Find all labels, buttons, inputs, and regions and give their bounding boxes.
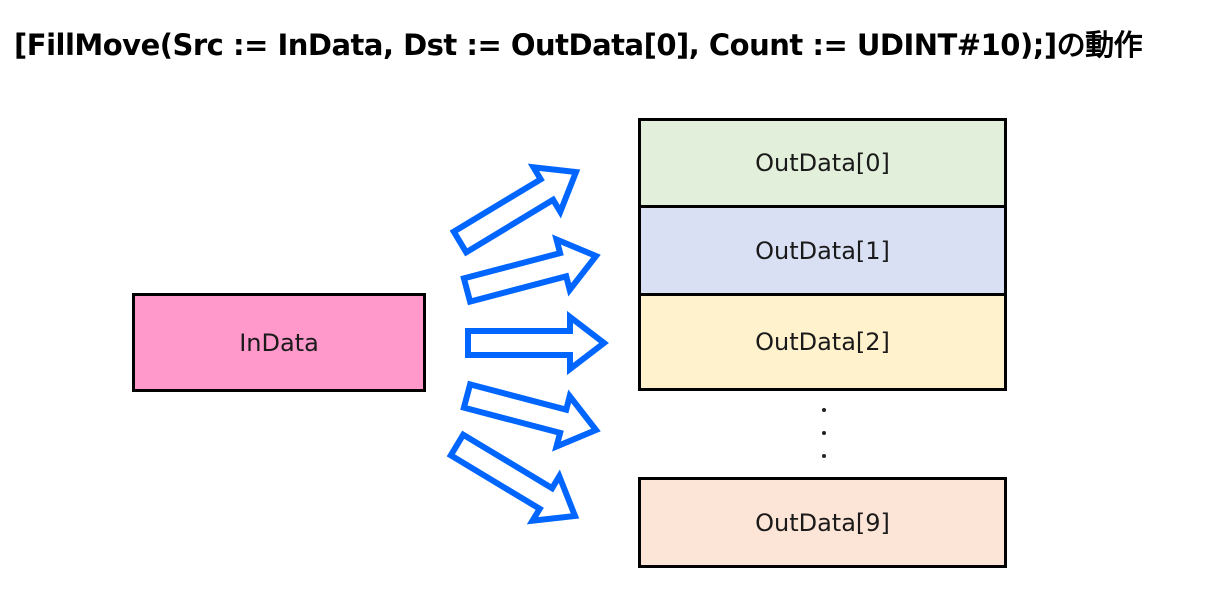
- destination-label-9: OutData[9]: [755, 508, 890, 537]
- destination-box-outdata-1: OutData[1]: [641, 208, 1004, 296]
- destination-label-2: OutData[2]: [755, 328, 890, 356]
- destination-box-outdata-9: OutData[9]: [638, 477, 1007, 568]
- destination-label-0: OutData[0]: [755, 149, 890, 177]
- copy-arrow-1: [460, 234, 601, 306]
- destination-stack: OutData[0] OutData[1] OutData[2]: [638, 118, 1007, 391]
- copy-arrow-3: [460, 380, 601, 452]
- copy-arrow-0: [449, 163, 581, 257]
- destination-box-outdata-0: OutData[0]: [641, 121, 1004, 208]
- ellipsis-dot: [822, 454, 826, 458]
- copy-arrow-2: [465, 310, 609, 376]
- ellipsis-dot: [822, 431, 826, 435]
- copy-arrow-4: [446, 430, 580, 525]
- source-box-indata: InData: [132, 293, 426, 392]
- source-label: InData: [239, 328, 319, 357]
- destination-box-outdata-2: OutData[2]: [641, 296, 1004, 388]
- destination-label-1: OutData[1]: [755, 236, 890, 265]
- diagram-title: [FillMove(Src := InData, Dst := OutData[…: [14, 28, 1143, 62]
- ellipsis-dots: [818, 398, 830, 468]
- ellipsis-dot: [822, 408, 826, 412]
